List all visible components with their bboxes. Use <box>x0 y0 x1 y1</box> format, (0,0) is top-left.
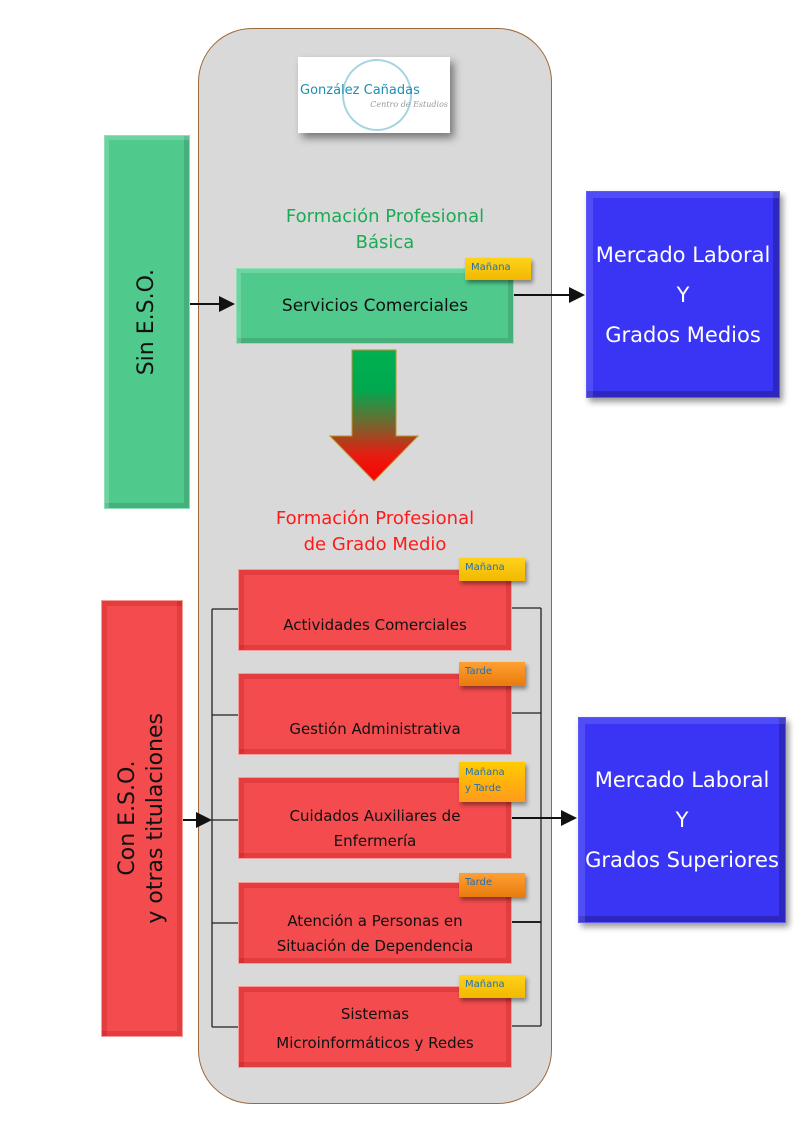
outcome-line3: Grados Medios <box>605 322 761 347</box>
grado-medio-title: Formación Profesional de Grado Medio <box>220 506 530 558</box>
grado-medio-title-line2: de Grado Medio <box>303 534 447 555</box>
schedule-badge: Mañana y Tarde <box>459 762 525 802</box>
schedule-badge: Mañana <box>459 975 525 998</box>
course-label: Servicios Comerciales <box>281 295 469 316</box>
schedule-badge: Mañana <box>465 258 531 280</box>
grado-medio-title-line1: Formación Profesional <box>275 508 475 529</box>
entry-sin-eso-label: Sin E.S.O. <box>134 268 159 376</box>
entry-sin-eso: Sin E.S.O. <box>104 135 190 509</box>
outcome-line2: Y <box>676 282 690 307</box>
course-actividades-comerciales: Actividades Comerciales <box>238 569 512 651</box>
outcome-line2: Y <box>675 808 689 832</box>
outcome-grados-superiores: Mercado Laboral Y Grados Superiores <box>578 717 786 923</box>
course-sistemas-microinformaticos: Sistemas Microinformáticos y Redes <box>238 986 512 1068</box>
course-label: Actividades Comerciales <box>283 616 467 634</box>
outcome-line3: Grados Superiores <box>585 848 779 872</box>
schedule-badge: Mañana <box>459 558 525 581</box>
schedule-line2: y Tarde <box>465 783 502 794</box>
course-servicios-comerciales: Servicios Comerciales <box>236 268 514 344</box>
basica-title-line1: Formación Profesional <box>285 206 485 227</box>
course-label-line2: Microinformáticos y Redes <box>276 1034 474 1052</box>
basica-title-line2: Básica <box>355 232 415 253</box>
entry-con-eso-line1: Con E.S.O. <box>115 760 140 877</box>
course-cuidados-auxiliares: Cuidados Auxiliares de Enfermería <box>238 777 512 859</box>
outcome-line1: Mercado Laboral <box>595 242 771 267</box>
logo-ring-icon <box>342 59 412 131</box>
schedule-badge: Tarde <box>459 873 525 897</box>
schedule-badge: Tarde <box>459 662 525 686</box>
logo-name: González Cañadas <box>300 83 420 98</box>
schedule-line1: Mañana <box>465 767 505 778</box>
entry-con-eso: Con E.S.O. y otras titulaciones <box>101 600 183 1037</box>
logo-subtitle: Centro de Estudios <box>370 100 448 109</box>
course-label: Atención a Personas en Situación de Depe… <box>276 912 474 955</box>
entry-con-eso-label: Con E.S.O. y otras titulaciones <box>114 713 170 924</box>
course-gestion-administrativa: Gestión Administrativa <box>238 673 512 755</box>
basica-title: Formación Profesional Básica <box>230 204 540 256</box>
entry-con-eso-line2: y otras titulaciones <box>143 713 168 924</box>
course-label: Gestión Administrativa <box>289 720 461 738</box>
outcome-line1: Mercado Laboral <box>594 768 770 792</box>
outcome-grados-medios: Mercado Laboral Y Grados Medios <box>586 191 780 398</box>
course-label-line1: Sistemas <box>340 1005 410 1023</box>
logo: González Cañadas Centro de Estudios <box>298 57 450 133</box>
course-label: Cuidados Auxiliares de Enfermería <box>289 807 461 850</box>
